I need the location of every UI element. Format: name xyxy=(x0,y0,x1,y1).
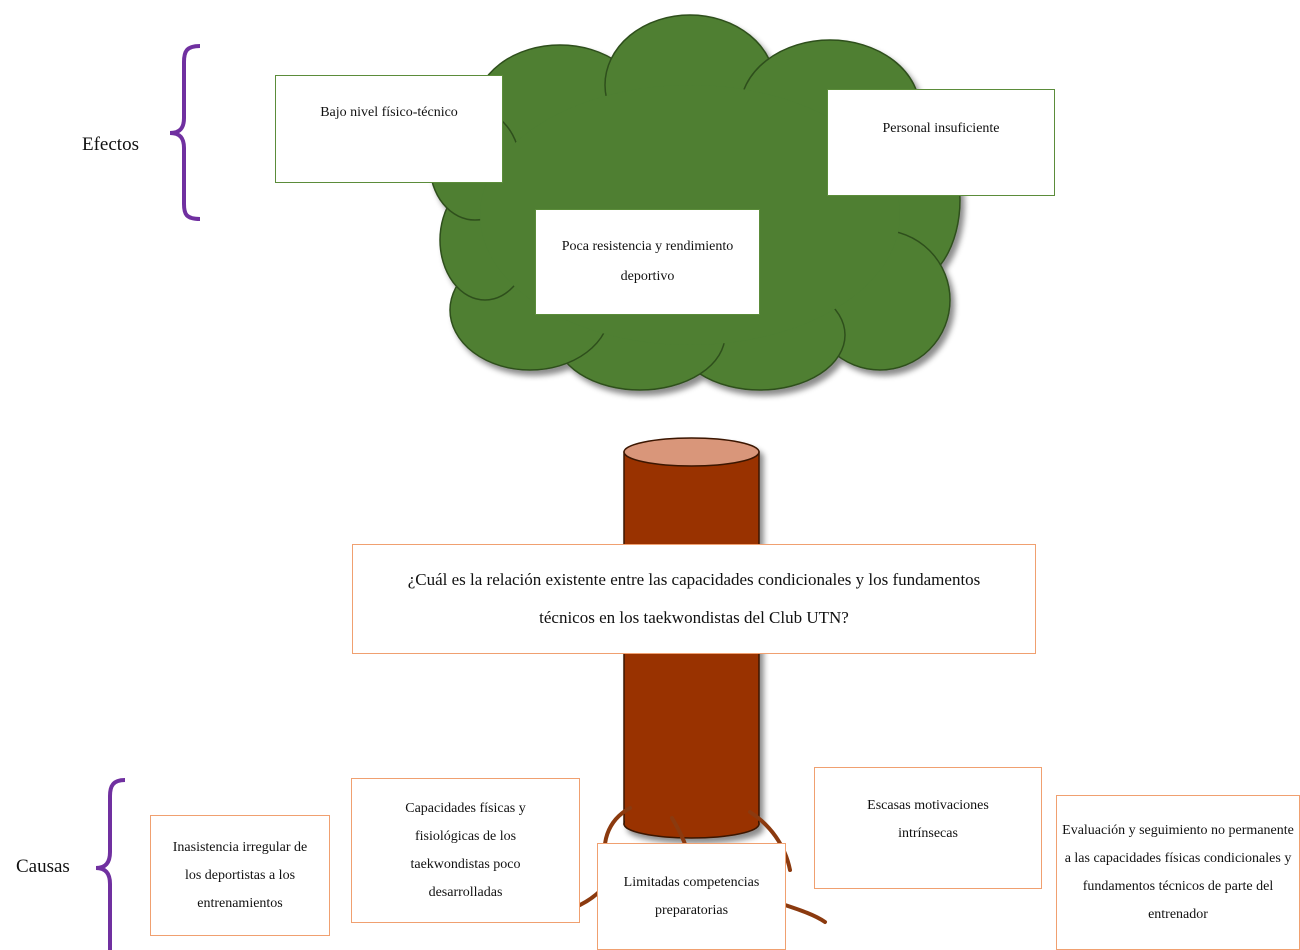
tree-canopy xyxy=(429,14,961,391)
cause-text: Capacidades físicas y fisiológicas de lo… xyxy=(405,800,526,900)
cause-box-low-motivation: Escasas motivaciones intrínsecas xyxy=(814,767,1042,889)
cause-text: Limitadas competencias preparatorias xyxy=(623,874,760,918)
effect-text: Bajo nivel físico-técnico xyxy=(320,105,458,120)
effect-box-physical-technical: Bajo nivel físico-técnico xyxy=(275,75,503,183)
cause-box-physical-capacities: Capacidades físicas y fisiológicas de lo… xyxy=(351,778,580,923)
cause-text: Inasistencia irregular de los deportista… xyxy=(172,839,308,911)
effect-box-low-endurance: Poca resistencia y rendimiento deportivo xyxy=(535,209,760,315)
cause-box-evaluation: Evaluación y seguimiento no permanente a… xyxy=(1056,795,1300,950)
effects-label: Efectos xyxy=(82,134,139,155)
effects-bracket xyxy=(169,44,201,221)
causes-bracket xyxy=(95,778,126,950)
research-question-text: ¿Cuál es la relación existente entre las… xyxy=(407,570,981,627)
cause-box-irregular-attendance: Inasistencia irregular de los deportista… xyxy=(150,815,330,936)
effect-box-insufficient-staff: Personal insuficiente xyxy=(827,89,1055,196)
cause-box-limited-competitions: Limitadas competencias preparatorias xyxy=(597,843,786,950)
causes-label: Causas xyxy=(16,856,70,877)
cause-text: Evaluación y seguimiento no permanente a… xyxy=(1062,822,1294,922)
effect-text: Personal insuficiente xyxy=(882,121,1000,136)
cause-text: Escasas motivaciones intrínsecas xyxy=(867,798,989,841)
effect-text: Poca resistencia y rendimiento deportivo xyxy=(561,239,734,284)
research-question-box: ¿Cuál es la relación existente entre las… xyxy=(352,544,1036,654)
